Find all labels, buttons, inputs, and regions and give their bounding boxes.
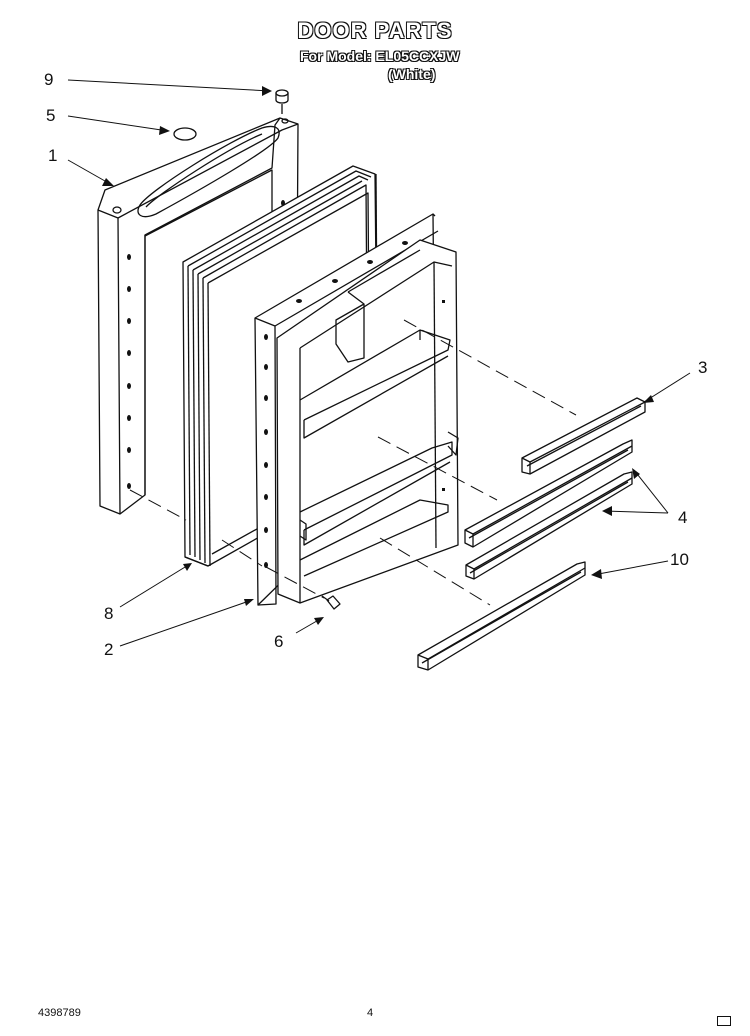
page-title: DOOR PARTS	[297, 18, 453, 43]
alignment-lines	[129, 319, 577, 606]
callout-4: 4	[678, 508, 688, 527]
door-screw	[321, 595, 341, 610]
button-cap	[173, 127, 197, 141]
inner-door-liner	[254, 213, 459, 606]
door-rail-bottom	[417, 561, 586, 671]
callout-9: 9	[44, 70, 54, 89]
color-line: (White)	[388, 66, 436, 82]
callout-5: 5	[46, 106, 56, 125]
callout-3: 3	[698, 358, 708, 377]
model-line: For Model: EL05CCXJW	[300, 48, 460, 64]
door-rail-top	[521, 397, 646, 475]
callout-arrowheads	[102, 86, 654, 625]
callout-1: 1	[48, 146, 58, 165]
door-plug	[275, 89, 289, 114]
callout-6: 6	[274, 632, 284, 651]
page-number: 4	[367, 1007, 374, 1019]
corner-mark	[717, 1016, 731, 1026]
callout-8: 8	[104, 604, 114, 623]
callout-10: 10	[670, 550, 689, 569]
part-number: 4398789	[38, 1007, 81, 1019]
door-rail-middle-lower	[465, 471, 633, 580]
callout-2: 2	[104, 640, 114, 659]
door-rail-middle-upper	[464, 439, 633, 548]
